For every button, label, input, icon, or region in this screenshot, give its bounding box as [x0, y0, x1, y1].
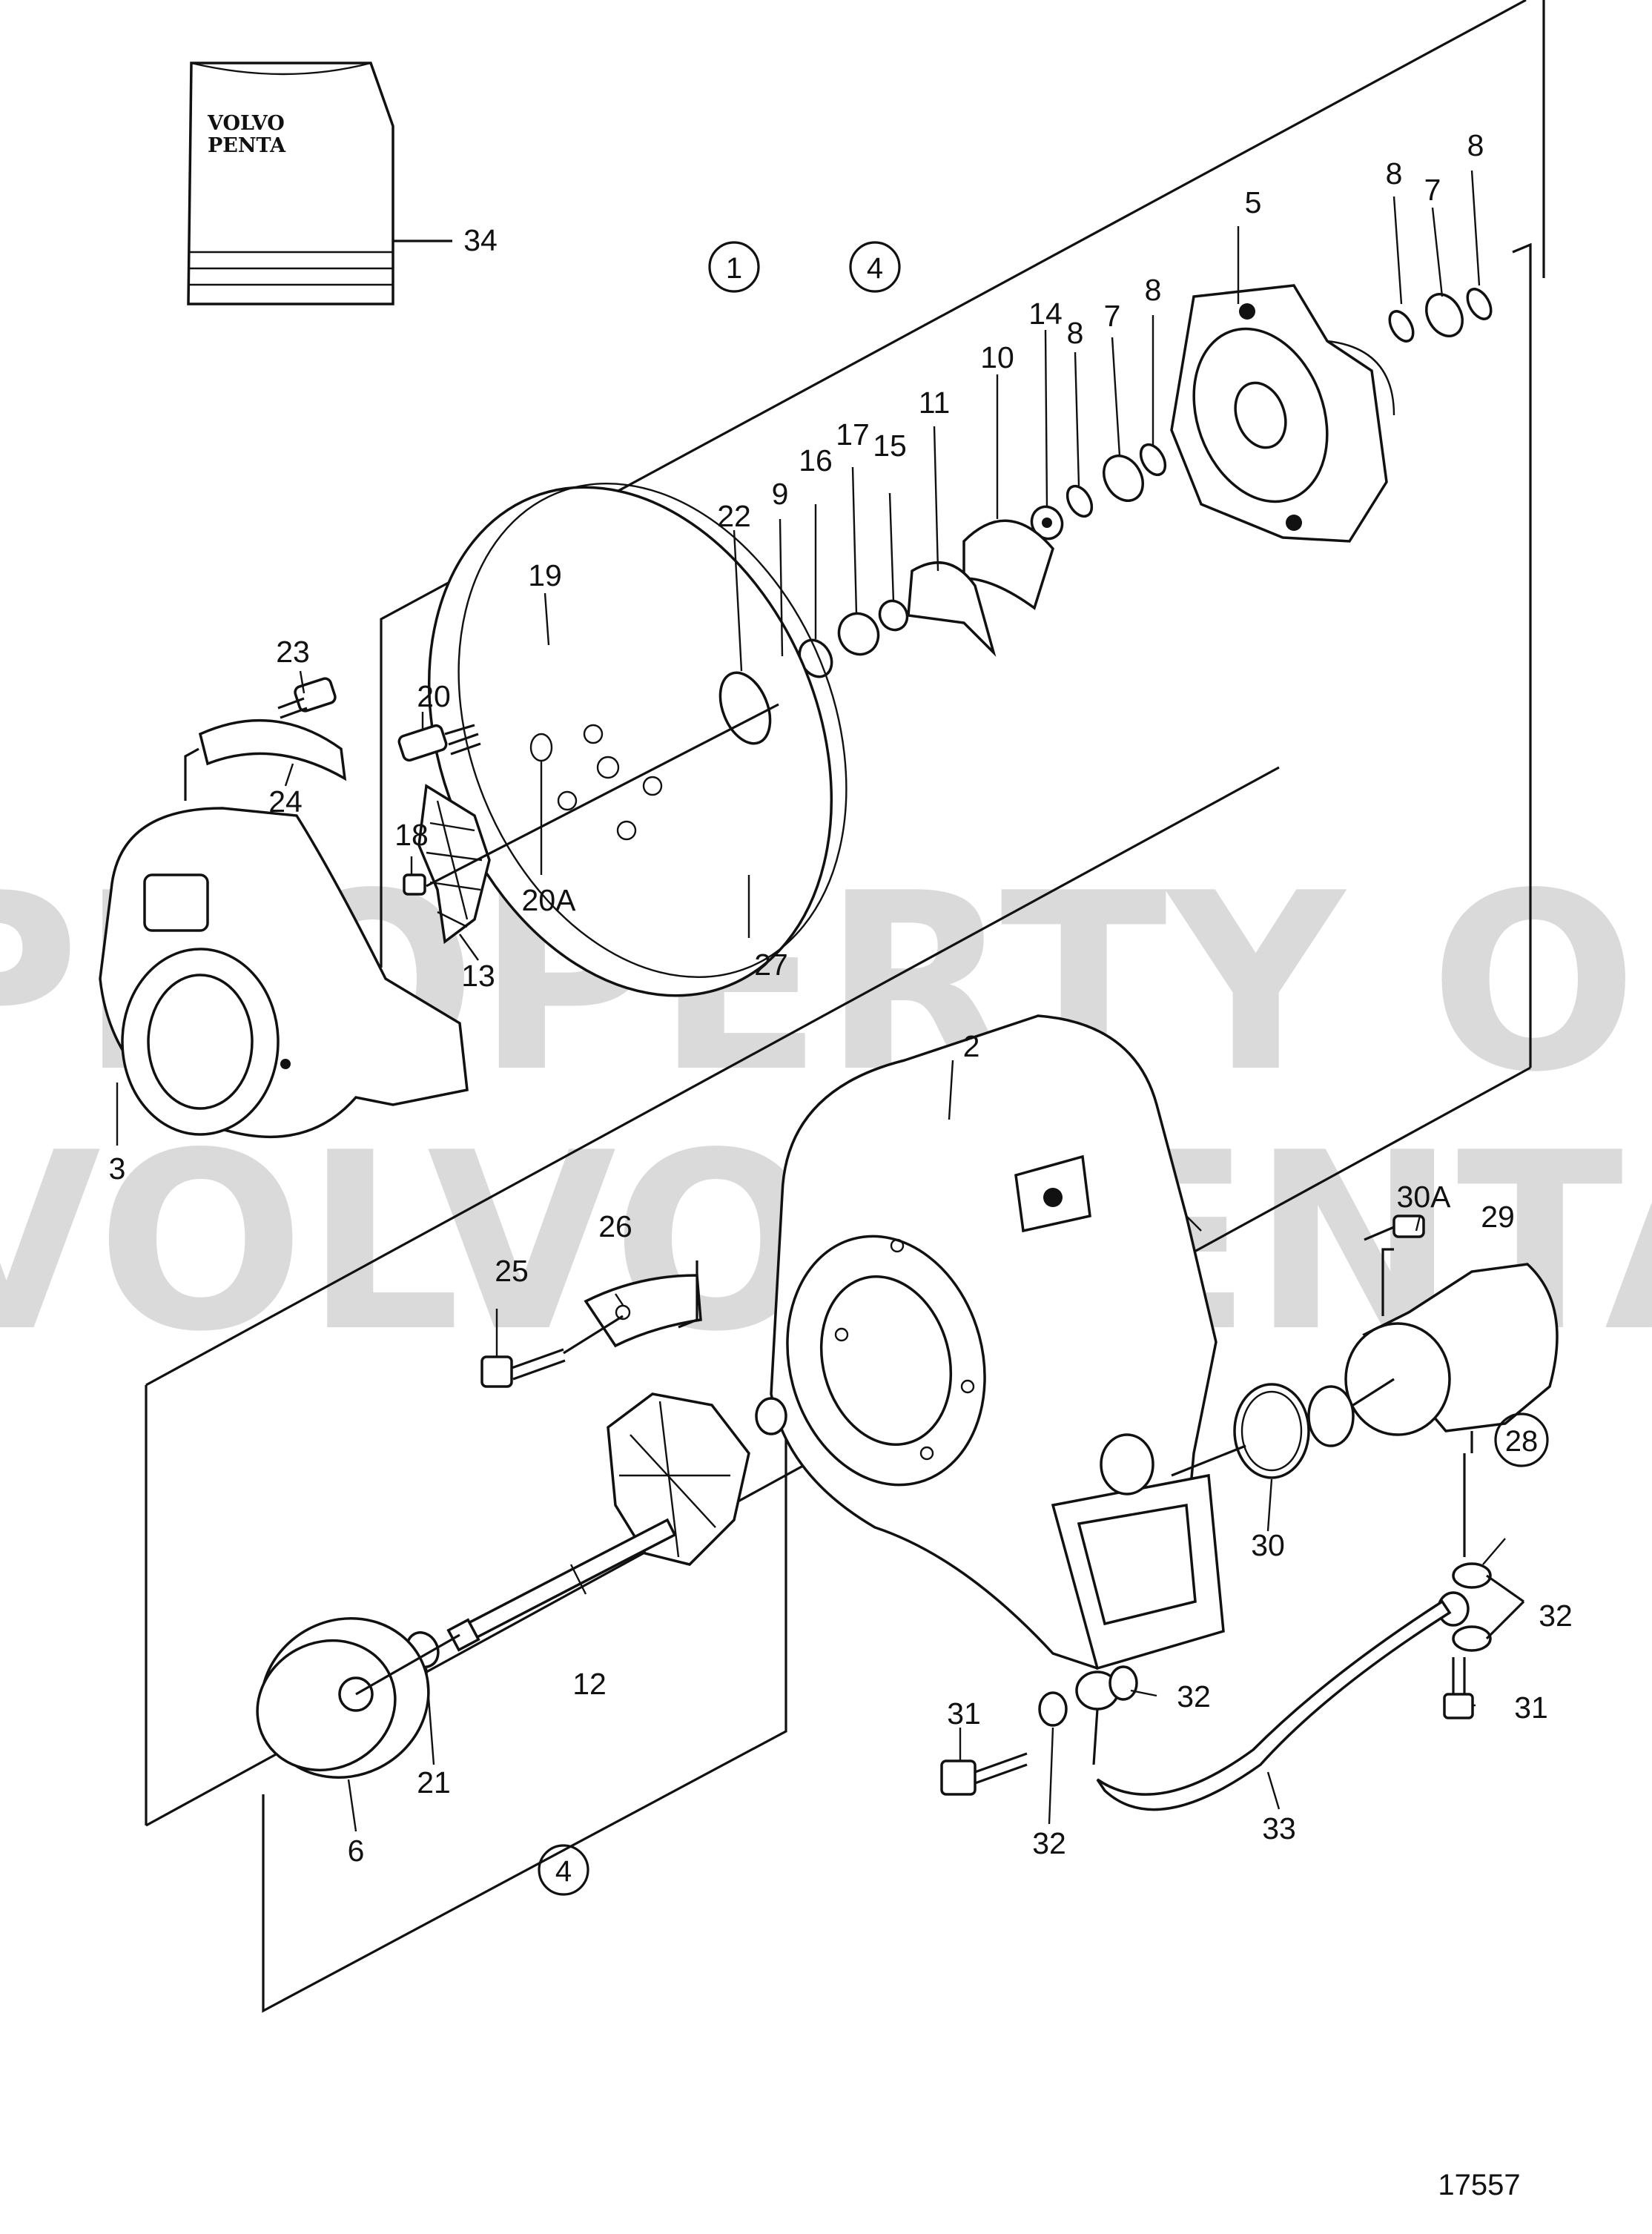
label-10: 10 [980, 340, 1014, 374]
label-8b: 8 [1467, 128, 1484, 162]
figure-reference-number: 17557 [1438, 2169, 1520, 2201]
label-27: 27 [754, 948, 788, 982]
label-32c: 32 [1032, 1826, 1066, 1860]
actuator-part [1171, 1215, 1559, 1479]
label-34: 34 [463, 223, 498, 257]
label-6: 6 [348, 1834, 365, 1868]
label-11: 11 [919, 386, 951, 420]
lower-assembly-frame [262, 1427, 787, 2013]
label-29: 29 [1481, 1200, 1515, 1234]
label-25: 25 [495, 1254, 529, 1288]
label-12: 12 [572, 1667, 607, 1701]
turbine-housing-part [755, 1014, 1225, 1670]
label-16: 16 [799, 443, 833, 477]
fasteners-upper [184, 677, 481, 801]
label-3: 3 [109, 1151, 126, 1186]
manual-book-icon: VOLVO PENTA [187, 62, 452, 305]
label-23: 23 [276, 635, 310, 669]
label-22: 22 [717, 499, 751, 533]
label-31b: 31 [1514, 1691, 1548, 1725]
callout-4-bottom-text: 4 [555, 1855, 572, 1888]
callout-28-text: 28 [1505, 1425, 1539, 1458]
callout-1-text: 1 [726, 252, 742, 285]
part-labels: 34 5 8 7 8 8 7 8 14 10 11 17 16 15 9 22 … [109, 128, 1573, 1868]
clamp-and-screw [480, 1260, 702, 1388]
oil-line-assembly [940, 1431, 1525, 1811]
compressor-housing-part [99, 807, 469, 1139]
label-8a: 8 [1386, 156, 1403, 191]
label-33: 33 [1262, 1811, 1296, 1845]
turbine-shaft-part [446, 1392, 750, 1652]
leader-lines [116, 170, 1506, 1832]
heat-shield-and-ring [256, 1616, 460, 1779]
label-8d: 8 [1145, 273, 1162, 307]
label-26: 26 [598, 1209, 632, 1243]
label-21: 21 [417, 1765, 451, 1800]
label-19: 19 [528, 558, 562, 592]
label-18: 18 [394, 818, 429, 852]
label-7b: 7 [1104, 299, 1121, 333]
label-32a: 32 [1539, 1599, 1573, 1633]
callout-circle-28: 28 [1494, 1412, 1549, 1467]
label-5: 5 [1245, 185, 1262, 219]
label-13: 13 [461, 959, 495, 993]
bearing-housing-part [1170, 284, 1395, 543]
manual-brand-line2: PENTA [208, 134, 286, 157]
label-9: 9 [772, 477, 789, 511]
label-32b: 32 [1177, 1679, 1211, 1713]
label-17: 17 [836, 417, 870, 452]
manual-brand-line1: VOLVO [207, 112, 285, 135]
label-24: 24 [268, 784, 303, 819]
callout-circle-4-top: 4 [849, 241, 901, 293]
label-30: 30 [1251, 1528, 1285, 1562]
label-20a: 20A [522, 883, 577, 917]
compressor-wheel-part [403, 703, 779, 945]
callout-4-top-text: 4 [867, 252, 883, 285]
label-14: 14 [1028, 297, 1063, 331]
callout-circle-1: 1 [708, 241, 760, 293]
label-20: 20 [417, 679, 451, 713]
small-parts-upper [765, 288, 1493, 694]
label-7a: 7 [1424, 173, 1441, 207]
compressor-backplate-part [427, 483, 848, 997]
callout-circle-4-bottom: 4 [538, 1844, 589, 1896]
label-30a: 30A [1397, 1180, 1452, 1214]
label-8c: 8 [1067, 316, 1084, 350]
label-31a: 31 [947, 1696, 981, 1731]
label-15: 15 [873, 429, 907, 463]
label-2: 2 [963, 1029, 980, 1063]
